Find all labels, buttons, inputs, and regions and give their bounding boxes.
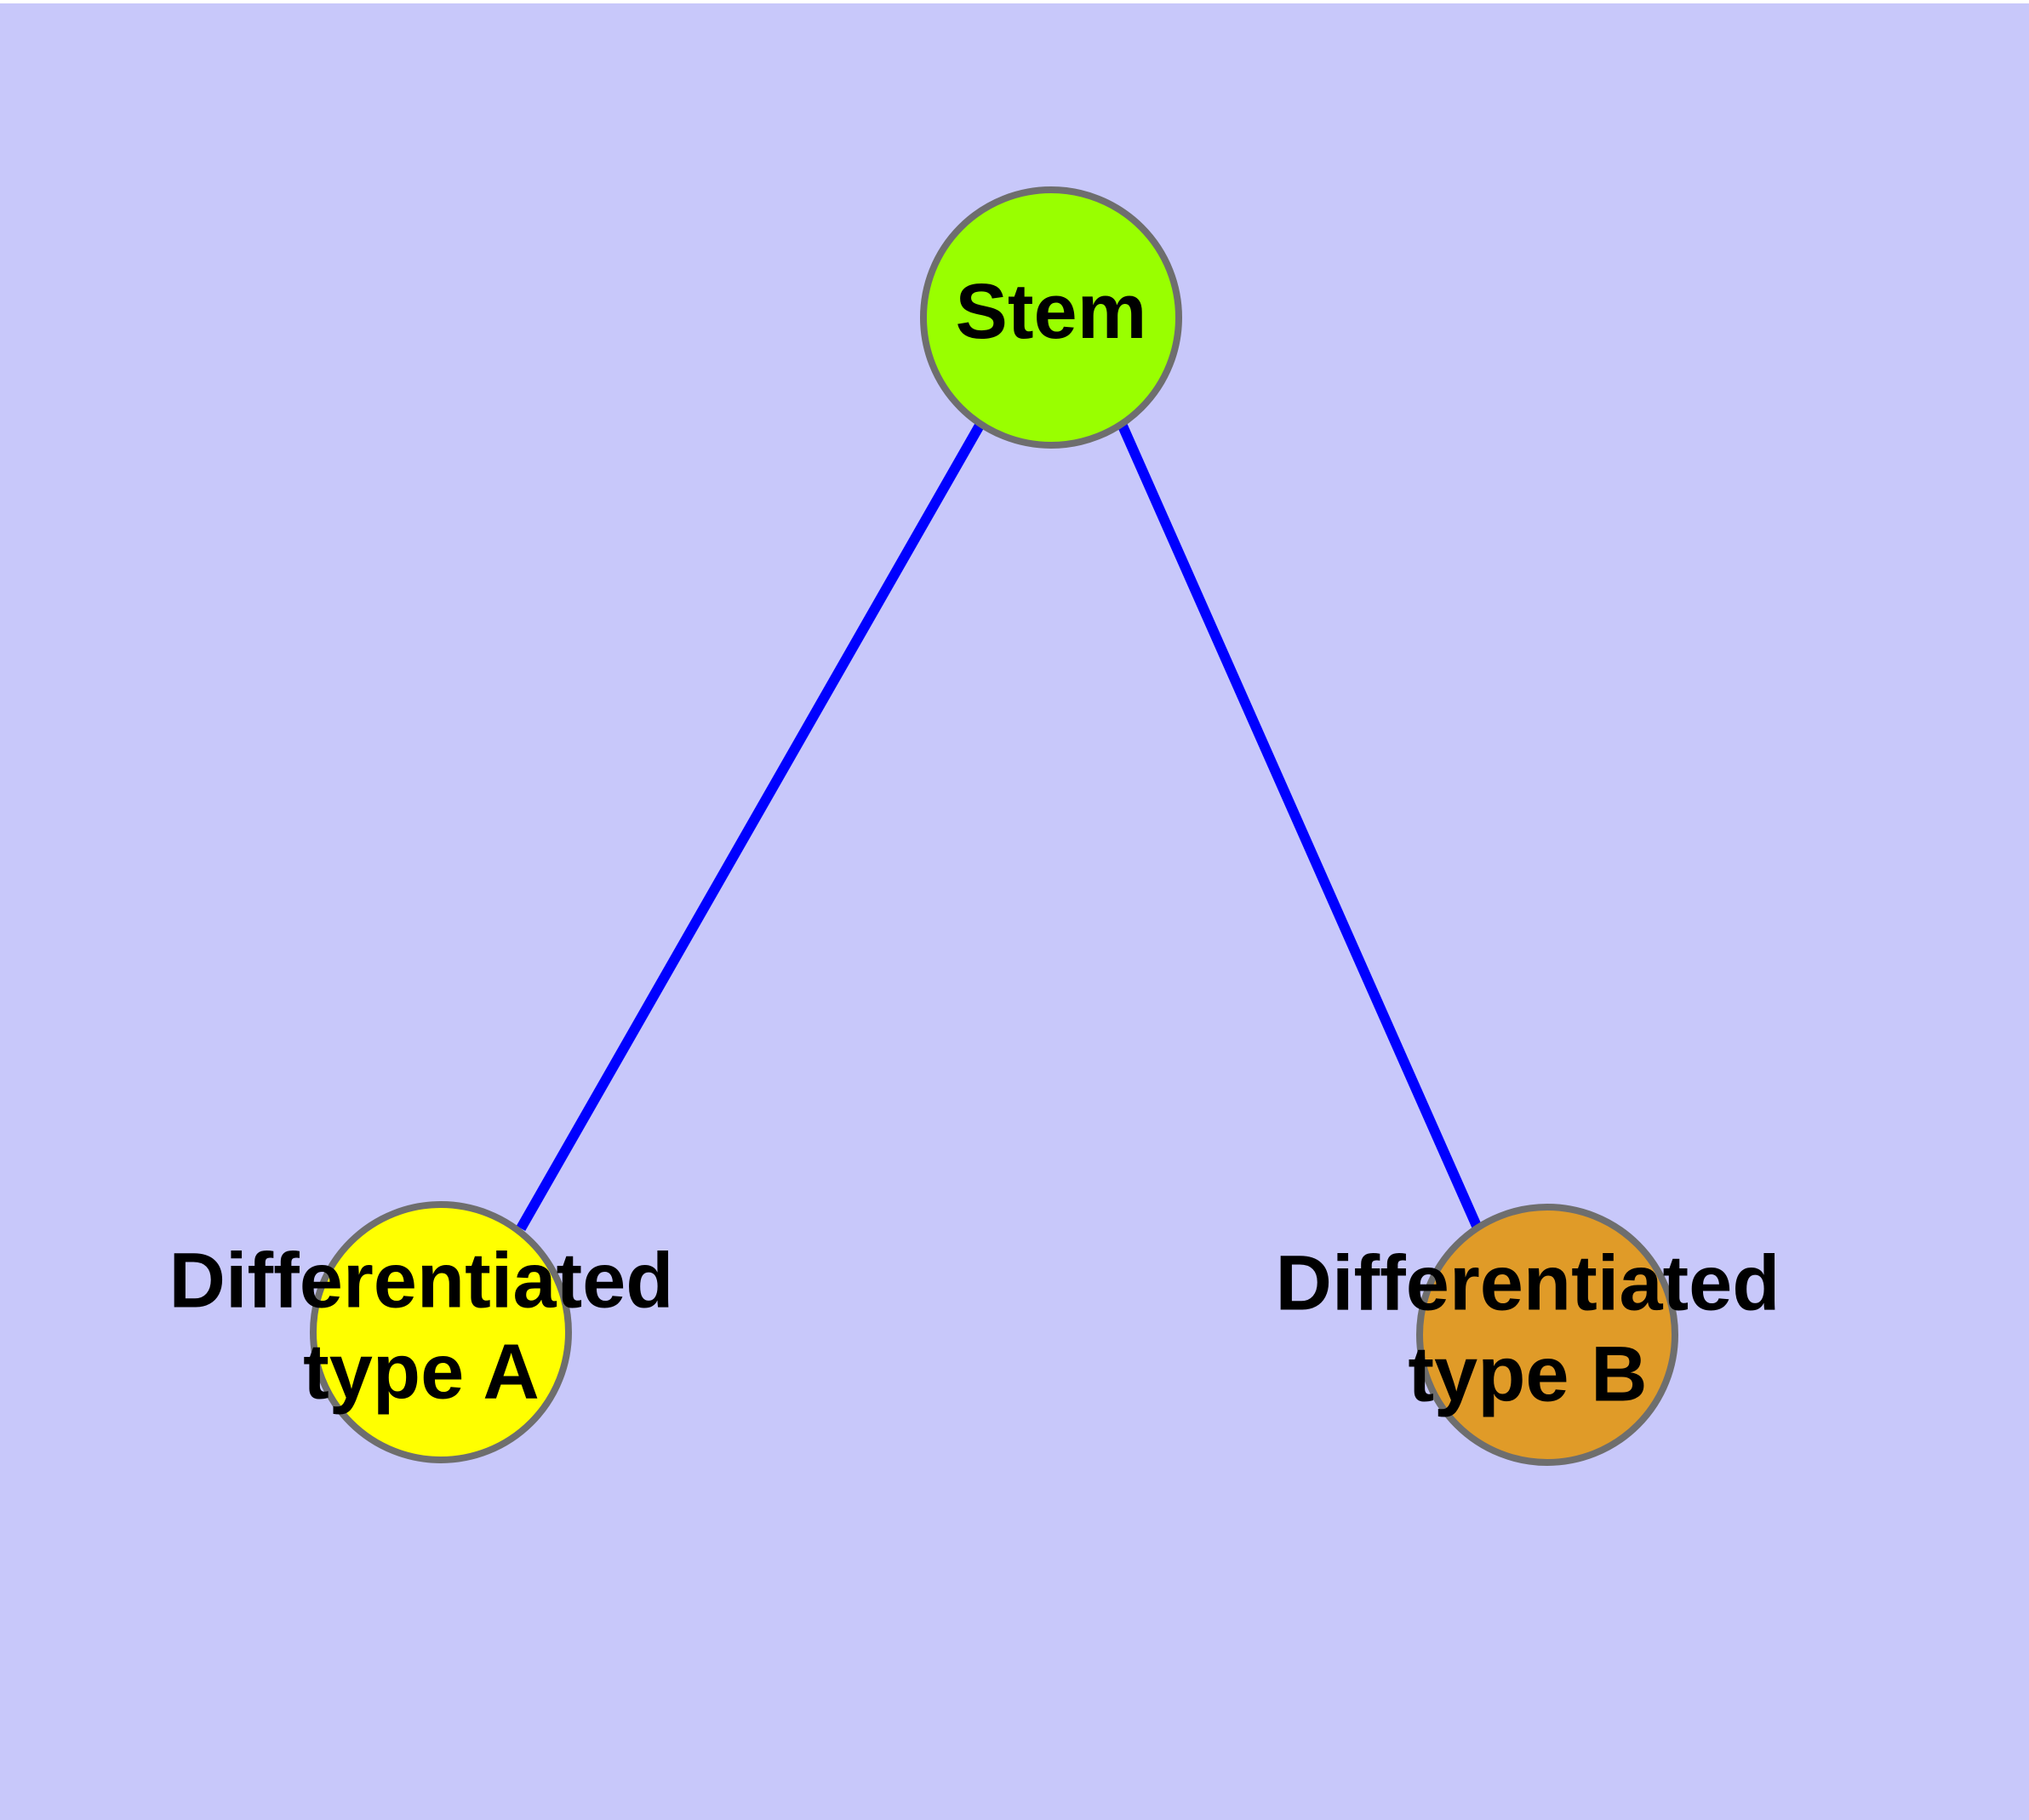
node-stem[interactable]: [920, 186, 1182, 449]
node-diff_a[interactable]: [310, 1201, 572, 1463]
edge-stem-diff_b[interactable]: [1117, 421, 1484, 1234]
node-label-line: type B: [1408, 1331, 1647, 1418]
node-label-line: type A: [303, 1329, 540, 1416]
edges-group: [516, 421, 1484, 1234]
node-label-line: Differentiated: [1276, 1240, 1780, 1327]
nodes-group: [310, 186, 1678, 1466]
node-label-line: Stem: [956, 268, 1147, 355]
node-diff_b[interactable]: [1416, 1204, 1678, 1466]
edge-stem-diff_a[interactable]: [516, 421, 986, 1231]
node-label-stem: Stem: [956, 268, 1147, 355]
node-label-line: Differentiated: [169, 1238, 674, 1325]
